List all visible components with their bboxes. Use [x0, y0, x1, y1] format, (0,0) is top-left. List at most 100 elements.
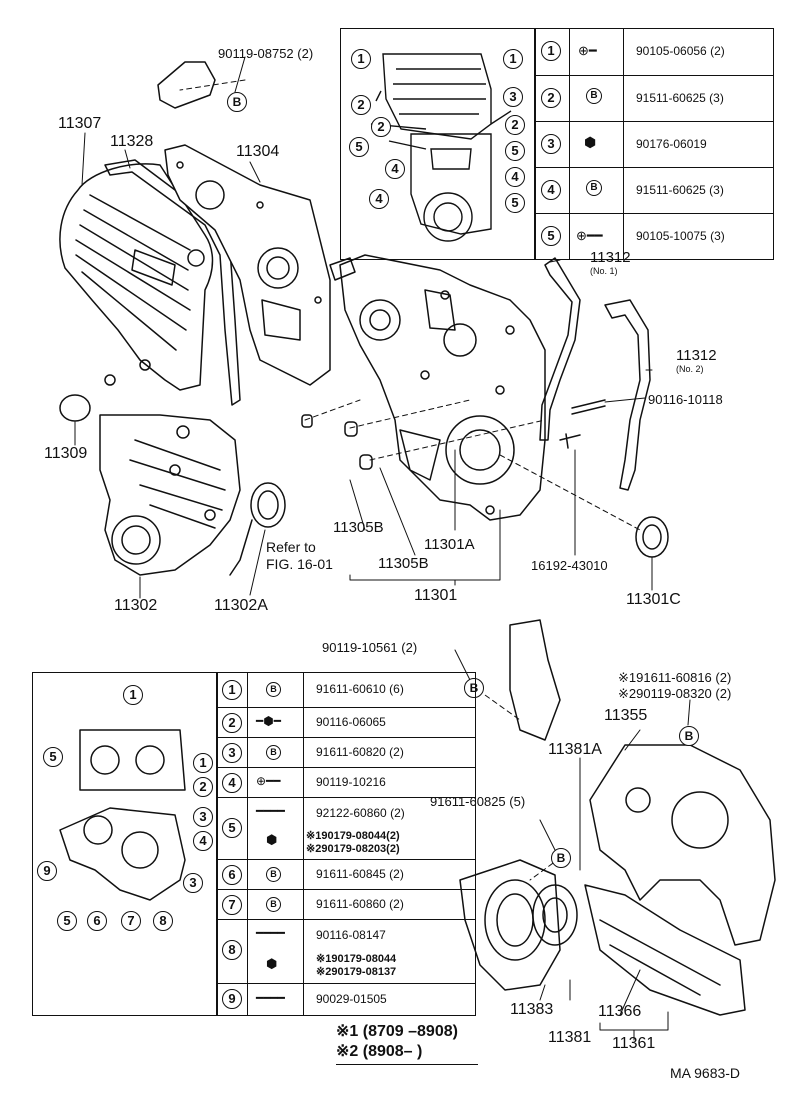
- label-11305b-a: 11305B: [333, 519, 384, 536]
- seal-retainer-11383: [459, 859, 561, 991]
- b-mark-2: B: [464, 678, 484, 698]
- bottom-row-num: 8: [222, 940, 242, 960]
- b-nut-icon: B: [266, 897, 281, 912]
- bracket-upper: [157, 61, 216, 109]
- bottom-row-part: 91611-60610 (6): [316, 682, 404, 696]
- bottom-row-part: 90116-08147: [316, 928, 386, 942]
- callout-t2b: 2: [371, 117, 391, 137]
- top-row-num: 2: [541, 88, 561, 108]
- top-row-5: 5 ⊕━━ 90105-10075 (3): [535, 213, 773, 260]
- callout-b5b: 5: [57, 911, 77, 931]
- top-row-icon-cell: ⊕━━: [569, 214, 624, 260]
- bottom-row-part-cell: 92122-60860 (2) ※190179-08044(2) ※290179…: [303, 798, 476, 860]
- label-11366: 11366: [598, 1003, 642, 1020]
- stud-icon: ━━━━: [256, 926, 285, 940]
- bottom-row-num: 5: [222, 818, 242, 838]
- label-11381a: 11381A: [548, 741, 602, 758]
- callout-t4b: 4: [505, 167, 525, 187]
- bracket-lower: [509, 619, 561, 741]
- callout-b5a: 5: [43, 747, 63, 767]
- bottom-row-part-alt1: ※190179-08044(2): [306, 830, 400, 842]
- pin-11305b-upper: [344, 421, 358, 437]
- label-11301a: 11301A: [424, 536, 475, 553]
- callout-t4a: 4: [385, 159, 405, 179]
- inset-bottom-frame: 1 5 1 2 3 4 3 9 5 6 7 8: [32, 672, 218, 1016]
- top-row-4: 4 B 91511-60625 (3): [535, 167, 773, 214]
- callout-t3: 3: [503, 87, 523, 107]
- label-11302a: 11302A: [214, 597, 268, 614]
- bottom-row-icon-cell: ━━━━ ⬢: [247, 798, 304, 860]
- bottom-row-part-cell: 90116-06065: [303, 708, 476, 738]
- callout-t5c: 5: [505, 193, 525, 213]
- top-row-icon-cell: ⊕━: [569, 29, 624, 75]
- label-no1: (No. 1): [590, 266, 618, 276]
- label-11312-no2: 11312: [676, 347, 717, 364]
- top-row-part: 90176-06019: [636, 137, 707, 151]
- callout-t2a: 2: [351, 95, 371, 115]
- inset-sketch: [59, 729, 186, 901]
- bottom-row-part: 90029-01505: [316, 992, 387, 1006]
- gasket-11312-no2: [604, 299, 651, 491]
- bottom-row-part: 90116-06065: [316, 715, 386, 729]
- pin-small: [301, 414, 313, 428]
- label-11361: 11361: [612, 1035, 656, 1052]
- bottom-row-7: 7 B 91611-60860 (2): [217, 889, 475, 920]
- bottom-row-num: 9: [222, 989, 242, 1009]
- label-fig: FIG. 16-01: [266, 556, 333, 572]
- end-plate-11355: [589, 744, 776, 946]
- timing-case-11301: [329, 254, 546, 521]
- bottom-row-icon-cell: ━⬢━: [247, 708, 304, 738]
- top-row-part: 90105-06056 (2): [636, 44, 725, 58]
- callout-b6: 6: [87, 911, 107, 931]
- callout-b2: 2: [193, 777, 213, 797]
- top-row-num: 4: [541, 180, 561, 200]
- top-row-part-cell: 91511-60625 (3): [623, 76, 774, 122]
- top-row-1: 1 ⊕━ 90105-06056 (2): [535, 29, 773, 75]
- oil-seal-11301c: [635, 516, 669, 558]
- top-row-part: 91511-60625 (3): [636, 183, 724, 197]
- bottom-row-9: 9 ━━━━ 90029-01505: [217, 983, 475, 1016]
- label-11305b-b: 11305B: [378, 555, 429, 572]
- bottom-row-part: 90119-10216: [316, 775, 386, 789]
- bottom-row-part: 91611-60820 (2): [316, 745, 404, 759]
- bottom-row-part-cell: 90119-10216: [303, 768, 476, 798]
- label-16192-43010: 16192-43010: [531, 558, 608, 573]
- b-mark-4: B: [551, 848, 571, 868]
- bottom-row-icon-cell: B: [247, 890, 304, 920]
- b-nut-icon: B: [586, 180, 602, 196]
- bottom-row-6: 6 B 91611-60845 (2): [217, 859, 475, 890]
- bottom-parts-table: 1 B 91611-60610 (6) 2 ━⬢━ 90116-06065 3 …: [216, 672, 476, 1016]
- top-row-part-cell: 91511-60625 (3): [623, 168, 774, 214]
- label-91611-60816: ※191611-60816 (2): [618, 670, 732, 685]
- drawing-id: MA 9683-D: [670, 1065, 741, 1081]
- bolt-icon: ━━━━: [256, 991, 285, 1005]
- callout-b3b: 3: [183, 873, 203, 893]
- top-row-2: 2 B 91511-60625 (3): [535, 75, 773, 122]
- label-11309: 11309: [44, 445, 88, 462]
- bottom-row-icon-cell: B: [247, 860, 304, 890]
- top-row-num: 5: [541, 226, 561, 246]
- callout-t5b: 5: [505, 141, 525, 161]
- stud-icon: ━━━━: [256, 804, 285, 818]
- top-row-num: 3: [541, 134, 561, 154]
- callout-b8: 8: [153, 911, 173, 931]
- plug-11309: [59, 394, 91, 422]
- oil-seal-11381: [532, 884, 578, 946]
- stiffener-11361: [584, 884, 746, 1016]
- top-row-icon-cell: B: [569, 168, 624, 214]
- timing-plate-11304: [164, 144, 331, 386]
- label-11301: 11301: [414, 587, 458, 604]
- label-11312-no1: 11312: [590, 249, 631, 266]
- bottom-row-part-cell: 91611-60820 (2): [303, 738, 476, 768]
- footnote-1: ※1 (8709 –8908): [336, 1023, 458, 1040]
- inset-top-sketch: [370, 53, 512, 242]
- label-no2: (No. 2): [676, 364, 704, 374]
- b-nut-icon: B: [266, 682, 281, 697]
- bottom-row-part: 91611-60860 (2): [316, 897, 404, 911]
- bottom-row-num: 6: [222, 865, 242, 885]
- bottom-row-num: 1: [222, 680, 242, 700]
- timing-cover-lower-11302: [99, 414, 241, 576]
- callout-t1a: 1: [351, 49, 371, 69]
